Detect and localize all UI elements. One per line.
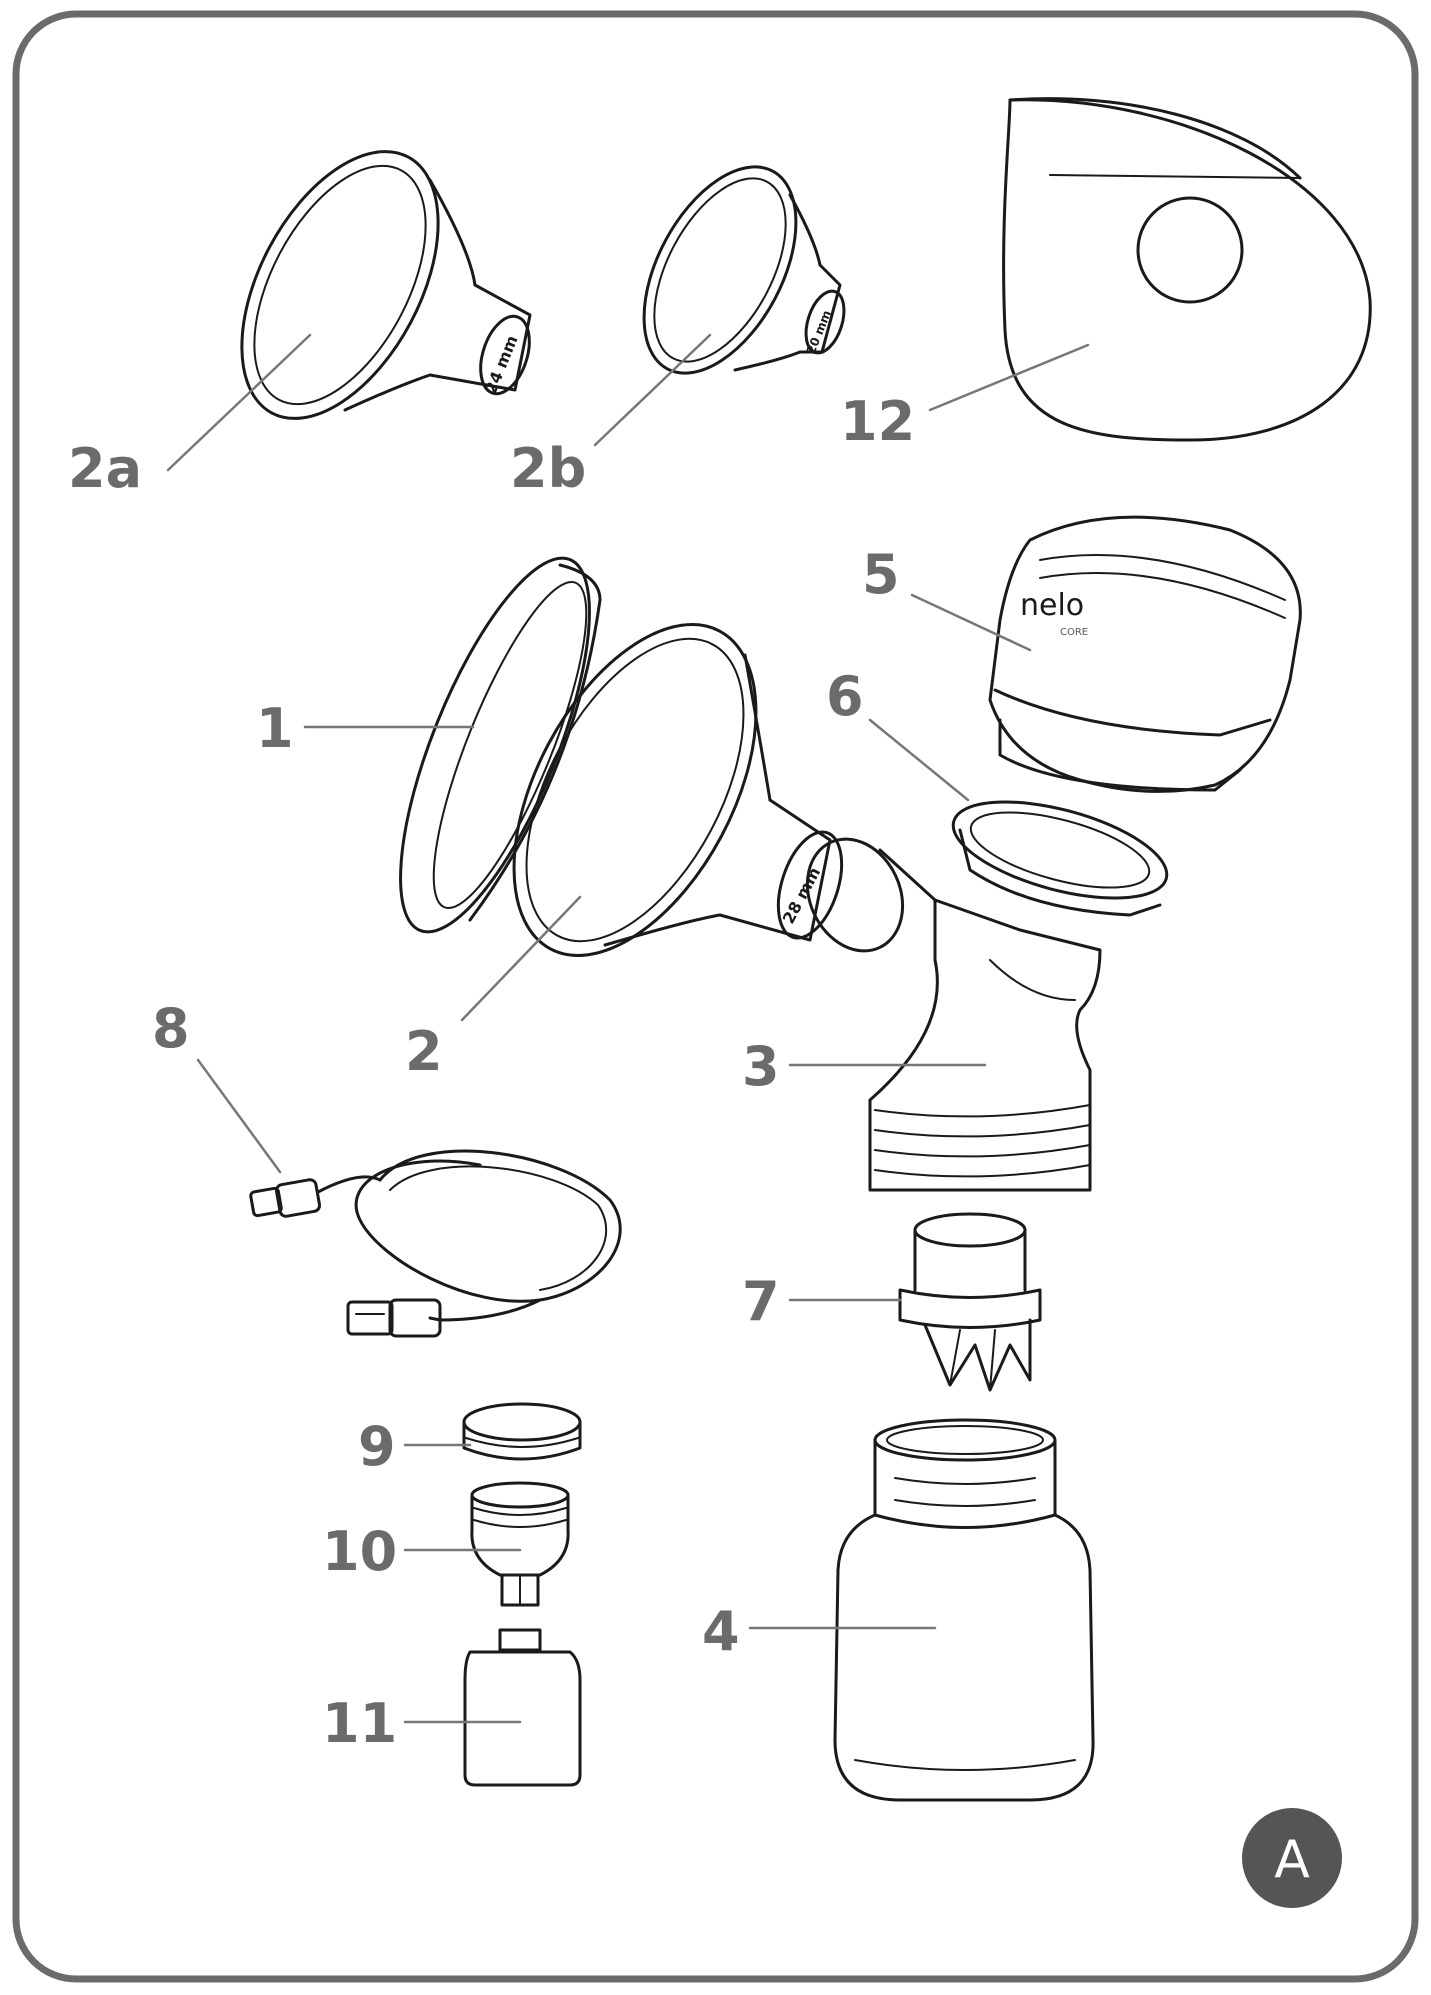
- leader-6: [868, 718, 970, 802]
- leader-2: [460, 895, 582, 1022]
- label-6: 6: [826, 665, 864, 728]
- badge-letter: A: [1274, 1830, 1310, 1890]
- label-11: 11: [322, 1692, 397, 1755]
- leader-lines: [166, 333, 1090, 1724]
- leader-12: [928, 343, 1090, 412]
- brand-logo-text: nelo: [1020, 588, 1084, 623]
- part-2b-breast-shield-20mm: 20 mm: [642, 165, 846, 375]
- leader-2a: [166, 333, 312, 472]
- part-11-container: [463, 1628, 582, 1787]
- label-7: 7: [742, 1270, 780, 1333]
- frame-border: [12, 10, 1419, 1983]
- badge-circle: [1242, 1808, 1342, 1908]
- part-2-breast-shield-28mm: 28 mm: [512, 623, 844, 957]
- part-9-screw-cap: [462, 1402, 582, 1461]
- label-8: 8: [152, 997, 190, 1060]
- part-7-valve: [898, 1212, 1042, 1392]
- part-8-usb-cable: [249, 1149, 622, 1338]
- label-5: 5: [862, 543, 900, 606]
- label-1: 1: [256, 697, 294, 760]
- label-9: 9: [358, 1415, 396, 1478]
- part-2a-breast-shield-24mm: 24 mm: [240, 150, 532, 420]
- part-3-pump-body: [805, 837, 1102, 1192]
- label-4: 4: [702, 1600, 740, 1663]
- part-12-pump-motor: [1002, 97, 1372, 442]
- label-2: 2: [405, 1020, 443, 1083]
- leader-8: [196, 1058, 282, 1174]
- leader-5: [910, 593, 1032, 652]
- label-3: 3: [742, 1035, 780, 1098]
- part-6-seal-ring: [951, 800, 1169, 917]
- brand-logo-subtext: CORE: [1060, 627, 1088, 638]
- label-12: 12: [840, 390, 915, 453]
- part-1-cushion: [399, 556, 602, 934]
- part-number-labels: 2a 2b 12 1 5 6 2 3 8 7 9 10 4 11: [68, 390, 915, 1755]
- part-10-adaptor: [470, 1481, 570, 1607]
- label-10: 10: [322, 1520, 397, 1583]
- label-2a: 2a: [68, 437, 142, 500]
- leader-2b: [593, 333, 712, 447]
- part-4-bottle: [833, 1418, 1095, 1802]
- figure-badge: A: [1242, 1808, 1342, 1908]
- label-2b: 2b: [510, 437, 586, 500]
- part-5-connector-cap: nelo CORE: [988, 515, 1302, 793]
